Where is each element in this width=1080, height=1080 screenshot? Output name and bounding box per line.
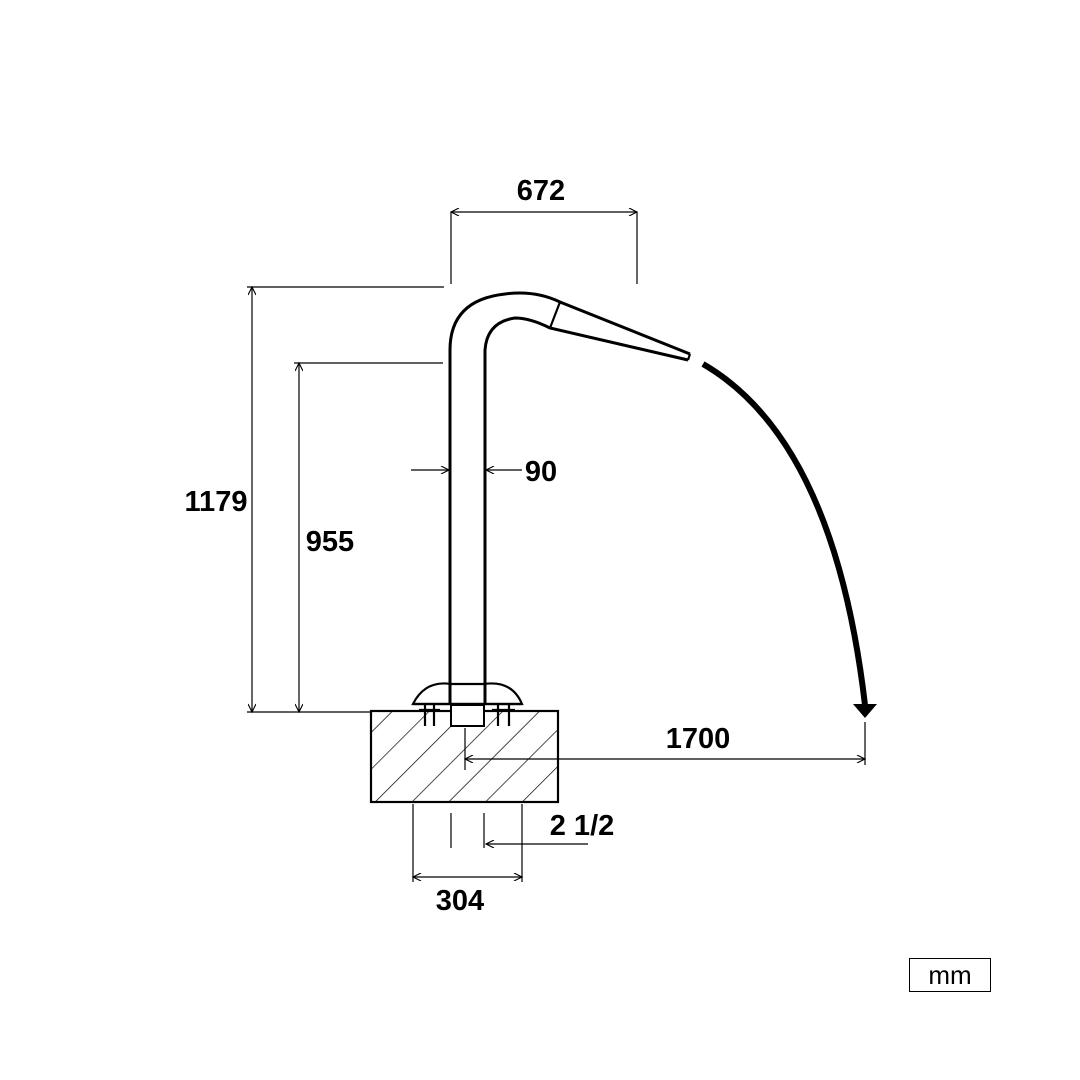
dimension-base-width: 304 xyxy=(413,804,522,917)
dimension-total-height: 1179 xyxy=(185,287,444,712)
dimension-pipe-diameter: 90 xyxy=(411,456,557,488)
label-jet-throw: 1700 xyxy=(666,723,731,755)
label-connection: 2 1/2 xyxy=(550,810,615,842)
fountain-pipe xyxy=(448,291,692,704)
anchor-bolts xyxy=(419,704,515,726)
water-jet-arc xyxy=(701,361,868,706)
nozzle-joint xyxy=(548,301,562,329)
dimension-pipe-height: 955 xyxy=(294,363,443,712)
label-pipe-diameter: 90 xyxy=(525,456,557,488)
dome-flange xyxy=(411,682,524,706)
label-spout-reach: 672 xyxy=(517,175,565,207)
unit-label: mm xyxy=(909,958,991,992)
dimension-connection: 2 1/2 xyxy=(450,810,615,848)
pipe-socket xyxy=(450,704,485,727)
water-jet-arrowhead xyxy=(853,704,877,718)
label-total-height: 1179 xyxy=(185,486,248,518)
label-pipe-height: 955 xyxy=(306,526,354,558)
dimension-spout-reach: 672 xyxy=(451,175,637,284)
label-base-width: 304 xyxy=(436,885,484,917)
dimension-jet-throw: 1700 xyxy=(465,722,865,770)
